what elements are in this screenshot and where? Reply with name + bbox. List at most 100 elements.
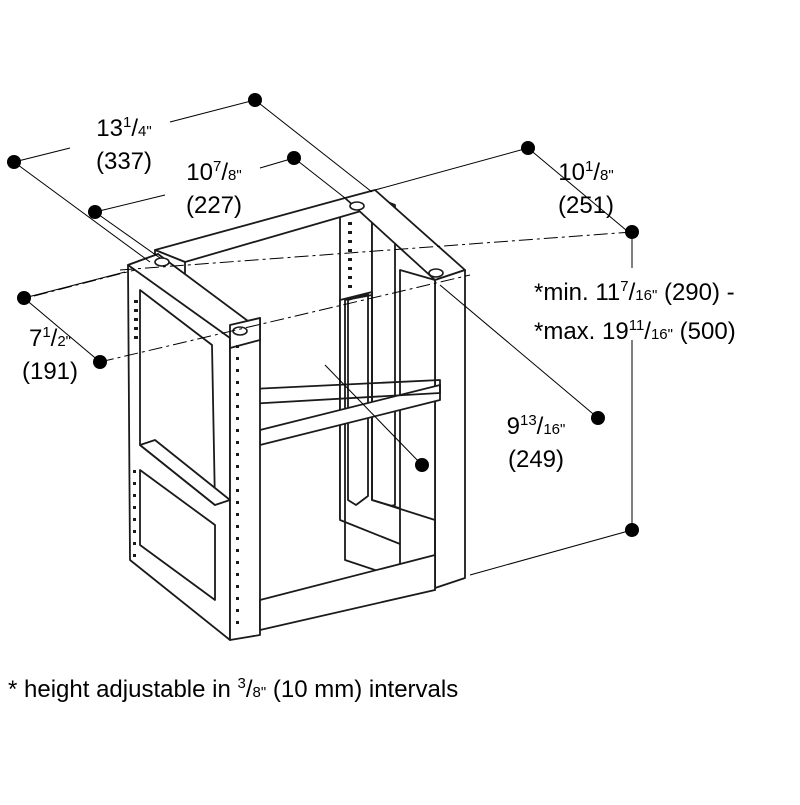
label-side-depth-metric: (191) bbox=[21, 358, 79, 385]
label-width-outer-imperial: 131/4" bbox=[96, 114, 152, 142]
dimension-lines bbox=[13, 99, 633, 576]
label-width-inner-metric: (227) bbox=[185, 192, 243, 219]
leader-depth-outer-right bbox=[527, 147, 627, 231]
mounting-bolts bbox=[154, 201, 444, 336]
centerline-mid bbox=[99, 274, 471, 363]
perforation-hole bbox=[348, 249, 352, 252]
leader-width-outer-right bbox=[254, 99, 373, 193]
perforation-hole bbox=[236, 513, 239, 516]
center-lines bbox=[33, 231, 633, 363]
dimension-points bbox=[7, 93, 639, 537]
centerline-top bbox=[119, 231, 633, 271]
perforation-hole bbox=[133, 542, 136, 545]
footnote-prefix: * height adjustable in bbox=[8, 676, 238, 703]
bottom-front-rail bbox=[259, 554, 436, 631]
label-height-range: *min. 117/16" (290) - *max. 1911/16" (50… bbox=[534, 272, 736, 350]
perforation-hole bbox=[133, 482, 136, 485]
perforation-hole bbox=[236, 525, 239, 528]
label-depth-inner-metric: (249) bbox=[507, 446, 565, 473]
dim-line-side-depth bbox=[23, 271, 126, 299]
perforation-hole bbox=[134, 309, 138, 312]
point-side-depth-left bbox=[17, 291, 31, 305]
perforation-hole bbox=[236, 585, 239, 588]
leader-depth-inner-2 bbox=[324, 364, 423, 466]
perforation-hole bbox=[236, 621, 239, 624]
label-depth-outer-metric: (251) bbox=[557, 192, 615, 219]
perforation-hole bbox=[236, 597, 239, 600]
perforation-hole bbox=[236, 573, 239, 576]
perforation-hole bbox=[236, 465, 239, 468]
left-mid-rail bbox=[139, 439, 231, 506]
point-side-depth-right bbox=[93, 355, 107, 369]
point-width-outer-left bbox=[7, 155, 21, 169]
perforation-hole bbox=[236, 549, 239, 552]
centerline-left bbox=[33, 269, 136, 297]
perforation-hole bbox=[236, 537, 239, 540]
back-right-post bbox=[371, 195, 396, 511]
point-width-outer-right bbox=[248, 93, 262, 107]
perforation-hole bbox=[133, 494, 136, 497]
perforation-hole bbox=[348, 258, 352, 261]
footnote-num: 3 bbox=[237, 675, 246, 692]
perforations bbox=[133, 222, 352, 624]
perforation-hole bbox=[134, 300, 138, 303]
leader-depth-inner bbox=[439, 284, 599, 419]
perforation-hole bbox=[236, 417, 239, 420]
label-side-depth: 71/2" (191) bbox=[10, 318, 90, 387]
dim-line-width-inner-a bbox=[94, 194, 166, 213]
perforation-hole bbox=[348, 276, 352, 279]
back-side-opening bbox=[347, 293, 369, 506]
label-width-inner-imperial: 107/8" bbox=[186, 158, 242, 186]
point-height-bottom bbox=[625, 523, 639, 537]
dim-line-width-outer-b bbox=[169, 99, 256, 123]
footnote: * height adjustable in 3/8" (10 mm) inte… bbox=[8, 675, 459, 703]
label-depth-inner-imperial: 913/16" bbox=[506, 412, 566, 440]
label-depth-outer: 101/8" (251) bbox=[540, 152, 632, 221]
bolt-front-left bbox=[154, 257, 170, 267]
dim-line-width-outer-a bbox=[13, 147, 71, 163]
perforation-hole bbox=[348, 240, 352, 243]
perforation-hole bbox=[236, 561, 239, 564]
label-depth-inner: 913/16" (249) bbox=[486, 406, 586, 475]
footnote-den: 8" bbox=[252, 684, 267, 701]
point-depth-inner-left bbox=[415, 458, 429, 472]
perforation-hole bbox=[236, 441, 239, 444]
perforation-hole bbox=[133, 554, 136, 557]
footnote-suffix: (10 mm) intervals bbox=[266, 676, 459, 703]
perforation-hole bbox=[348, 222, 352, 225]
right-front-post-face bbox=[399, 269, 436, 589]
perforation-hole bbox=[236, 429, 239, 432]
leader-side-depth bbox=[23, 297, 101, 363]
perforation-hole bbox=[133, 470, 136, 473]
perforation-hole bbox=[348, 231, 352, 234]
point-depth-outer bbox=[521, 141, 535, 155]
perforation-hole bbox=[236, 501, 239, 504]
right-side-frame bbox=[344, 294, 436, 591]
perforation-hole bbox=[236, 489, 239, 492]
leader-width-inner-left bbox=[94, 211, 161, 259]
right-front-post bbox=[434, 269, 466, 589]
perforation-hole bbox=[236, 357, 239, 360]
perforation-hole bbox=[348, 285, 352, 288]
point-height-top bbox=[625, 225, 639, 239]
point-width-inner-right bbox=[287, 151, 301, 165]
label-width-outer: 131/4" (337) bbox=[78, 108, 170, 177]
label-depth-outer-imperial: 101/8" bbox=[558, 158, 614, 186]
perforation-hole bbox=[236, 609, 239, 612]
perforation-hole bbox=[134, 318, 138, 321]
label-height-min: *min. 117/16" (290) - bbox=[534, 278, 735, 306]
perforation-hole bbox=[133, 506, 136, 509]
dim-line-depth-outer bbox=[374, 147, 529, 191]
perforation-hole bbox=[134, 327, 138, 330]
bolt-front-right bbox=[232, 326, 248, 336]
perforation-hole bbox=[133, 530, 136, 533]
label-width-inner: 107/8" (227) bbox=[168, 152, 260, 221]
perforation-hole bbox=[134, 336, 138, 339]
leader-width-outer-left bbox=[13, 161, 151, 263]
leader-width-inner-right bbox=[293, 157, 346, 199]
stand-frame bbox=[127, 189, 466, 641]
label-side-depth-imperial: 71/2" bbox=[28, 324, 72, 352]
point-depth-inner-right bbox=[591, 411, 605, 425]
